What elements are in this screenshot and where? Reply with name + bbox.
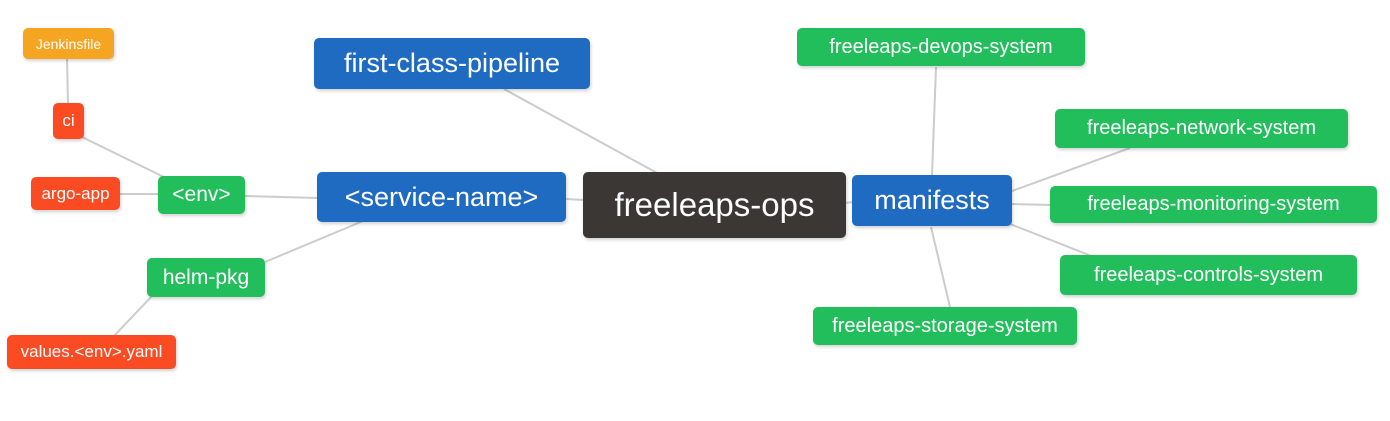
edge-ci-env (81, 136, 169, 180)
edge-jenkinsfile-ci (66, 57, 69, 105)
node-env[interactable]: <env> (158, 176, 245, 214)
edge-root-manifests (844, 201, 854, 204)
edge-manifests-devops (931, 66, 937, 176)
node-freeleaps-network-system[interactable]: freeleaps-network-system (1055, 109, 1348, 148)
edge-env-servicename (244, 195, 318, 199)
node-freeleaps-ops-root[interactable]: freeleaps-ops (583, 172, 846, 238)
edge-manifests-network (1011, 147, 1131, 192)
edge-servicename-root (565, 198, 585, 201)
node-service-name[interactable]: <service-name> (317, 172, 566, 222)
node-values-env-yaml[interactable]: values.<env>.yaml (7, 335, 176, 369)
edge-manifests-controls (1009, 223, 1095, 258)
node-first-class-pipeline[interactable]: first-class-pipeline (314, 38, 590, 89)
node-jenkinsfile[interactable]: Jenkinsfile (23, 28, 114, 59)
node-freeleaps-storage-system[interactable]: freeleaps-storage-system (813, 307, 1077, 345)
node-manifests[interactable]: manifests (852, 175, 1012, 226)
node-freeleaps-monitoring-system[interactable]: freeleaps-monitoring-system (1050, 186, 1377, 223)
edge-manifests-monitoring (1011, 203, 1052, 206)
node-ci[interactable]: ci (53, 103, 84, 139)
node-helm-pkg[interactable]: helm-pkg (147, 258, 265, 297)
node-freeleaps-devops-system[interactable]: freeleaps-devops-system (797, 28, 1085, 66)
edge-helmpkg-servicename (264, 220, 364, 263)
node-argo-app[interactable]: argo-app (31, 177, 120, 210)
edge-values-helmpkg (113, 295, 153, 337)
edge-fcp-root (503, 88, 658, 174)
edge-manifests-storage (930, 226, 951, 308)
node-freeleaps-controls-system[interactable]: freeleaps-controls-system (1060, 255, 1357, 295)
